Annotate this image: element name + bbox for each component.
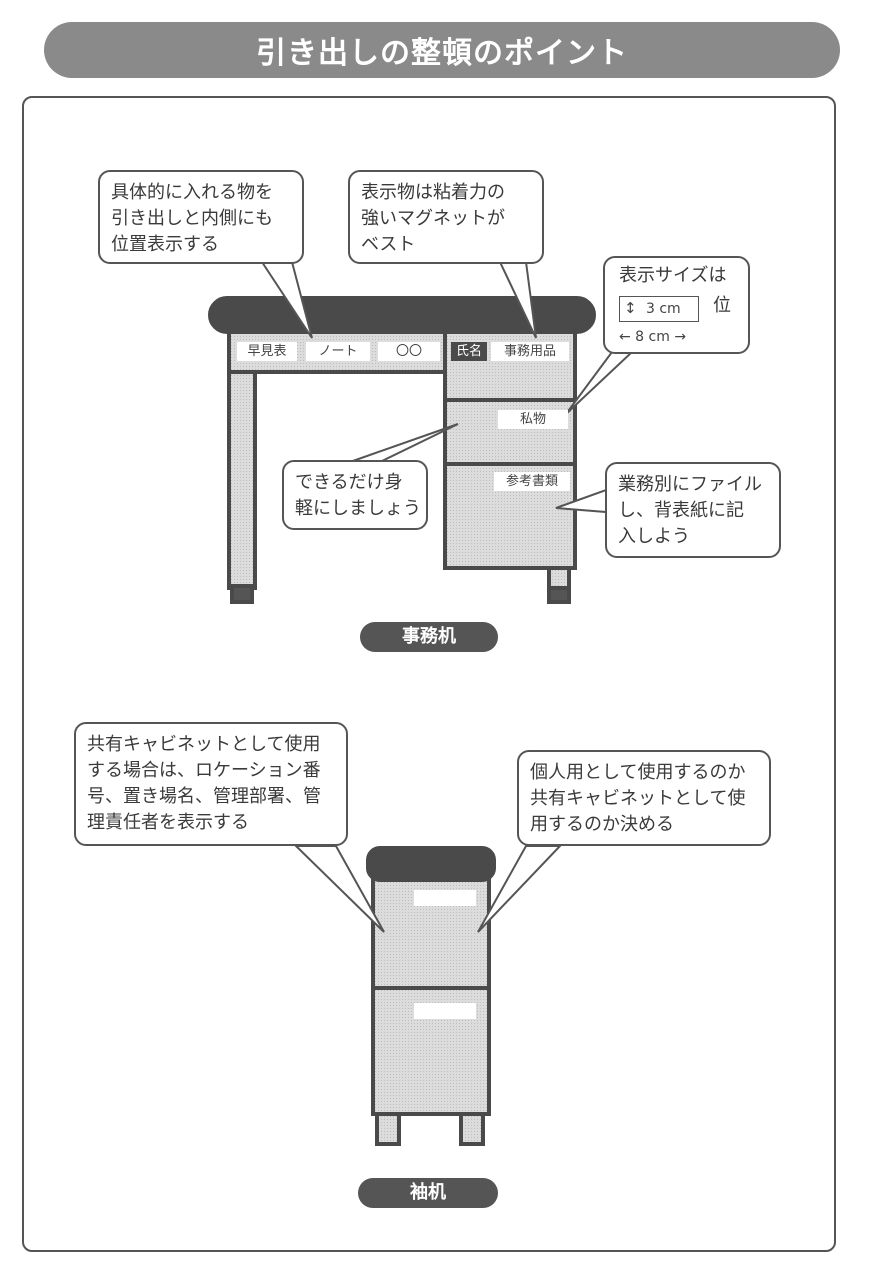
label-size-heading: 表示サイズは	[619, 265, 727, 286]
callout-shared-cabinet: 共有キャビネットとして使用 する場合は、ロケーション番 号、置き場名、管理部署、…	[74, 722, 348, 846]
label-name: 氏名	[451, 342, 487, 361]
callout-specific-items: 具体的に入れる物を 引き出しと内側にも 位置表示する	[98, 170, 304, 264]
desk-right-foot	[547, 586, 571, 604]
title-banner: 引き出しの整頓のポイント	[44, 22, 840, 78]
page-title: 引き出しの整頓のポイント	[256, 36, 628, 71]
side-desk	[366, 846, 496, 1146]
desk-top	[208, 296, 596, 334]
callout-file-by-task: 業務別にファイル し、背表紙に記 入しよう	[605, 462, 781, 558]
height-arrow-icon: ↕	[624, 299, 637, 317]
callout-label-size: 表示サイズは ↕ 3 cm 位 ← 8 cm →	[603, 256, 750, 354]
caption-office-desk: 事務机	[360, 622, 498, 652]
desk-left-foot	[230, 584, 254, 604]
label-reference: 参考書類	[494, 472, 570, 491]
desk-pedestal-top-drawer	[443, 328, 577, 402]
callout-tails	[260, 261, 635, 933]
callout-magnet: 表示物は粘着力の 強いマグネットが ベスト	[348, 170, 544, 264]
label-size-box: ↕ 3 cm	[619, 296, 699, 322]
side-desk-left-leg	[375, 1112, 401, 1146]
label-placeholder: 〇〇	[378, 342, 440, 361]
tail-decide-use	[477, 845, 563, 933]
label-supplies: 事務用品	[491, 342, 569, 361]
label-quick-ref: 早見表	[237, 342, 297, 361]
side-desk-top	[366, 846, 496, 882]
label-size-suffix: 位	[713, 295, 731, 316]
side-desk-label-2	[414, 1003, 476, 1019]
tail-shared-cabinet	[293, 845, 385, 933]
label-notebook: ノート	[306, 342, 370, 361]
side-desk-right-leg	[459, 1112, 485, 1146]
side-desk-label-1	[414, 890, 476, 906]
callout-light: できるだけ身 軽にしましょう	[282, 460, 428, 530]
label-size-height: 3 cm	[646, 301, 681, 317]
label-size-width: ← 8 cm →	[619, 329, 687, 345]
content-frame	[22, 96, 836, 1252]
callout-decide-use: 個人用として使用するのか 共有キャビネットとして使 用するのか決める	[517, 750, 771, 846]
desk-left-leg	[227, 368, 257, 590]
caption-side-desk: 袖机	[358, 1178, 498, 1208]
tail-light	[349, 423, 459, 463]
label-personal: 私物	[498, 410, 568, 429]
